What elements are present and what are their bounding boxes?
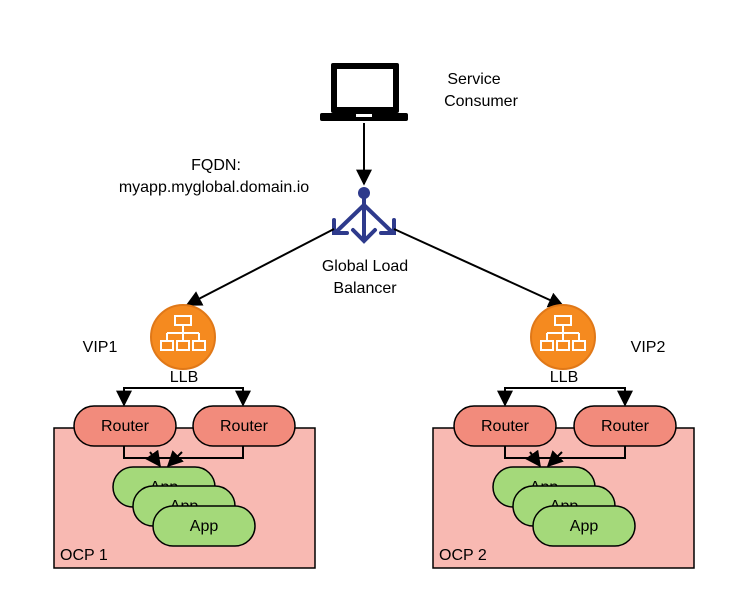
app-node: App <box>532 505 636 547</box>
glb-label-line1: Global Load <box>322 258 408 275</box>
router2-connector <box>504 446 626 459</box>
arrow-router-to-app <box>145 449 161 468</box>
consumer-label-line1: Service <box>447 71 500 88</box>
router-label: Router <box>220 418 269 435</box>
arrow-router-to-app <box>166 450 184 468</box>
load-balancer-icon <box>332 187 396 244</box>
left-site: OCP 1 VIP1 LLB Router <box>53 304 316 569</box>
llb2-label: LLB <box>550 369 578 386</box>
local-load-balancer-icon <box>530 304 596 370</box>
router-node: Router <box>73 405 177 447</box>
fqdn-value: myapp.myglobal.domain.io <box>119 179 309 196</box>
app-node: App <box>152 505 256 547</box>
right-site: OCP 2 VIP2 LLB Router <box>432 304 695 569</box>
vip1-label: VIP1 <box>83 339 118 356</box>
llb1-label: LLB <box>170 369 198 386</box>
arrow-router-to-app <box>546 450 564 468</box>
router-node: Router <box>192 405 296 447</box>
consumer-label-line2: Consumer <box>444 93 518 110</box>
router-node: Router <box>573 405 677 447</box>
app-label: App <box>570 518 599 535</box>
local-load-balancer-icon <box>150 304 216 370</box>
app-label: App <box>190 518 219 535</box>
vip2-label: VIP2 <box>631 339 666 356</box>
arrow-glb-to-llb2 <box>393 228 565 308</box>
laptop-icon <box>320 63 408 121</box>
arrow-glb-to-llb1 <box>185 228 335 306</box>
llb2-connector <box>504 387 626 400</box>
router-label: Router <box>101 418 150 435</box>
arrow-router-to-app <box>525 449 541 468</box>
router-label: Router <box>481 418 530 435</box>
router-label: Router <box>601 418 650 435</box>
router-node: Router <box>453 405 557 447</box>
ocp1-label: OCP 1 <box>60 547 108 564</box>
llb1-connector <box>123 387 244 400</box>
glb-label-line2: Balancer <box>333 280 397 297</box>
ocp2-label: OCP 2 <box>439 547 487 564</box>
fqdn-label: FQDN: <box>191 157 241 174</box>
